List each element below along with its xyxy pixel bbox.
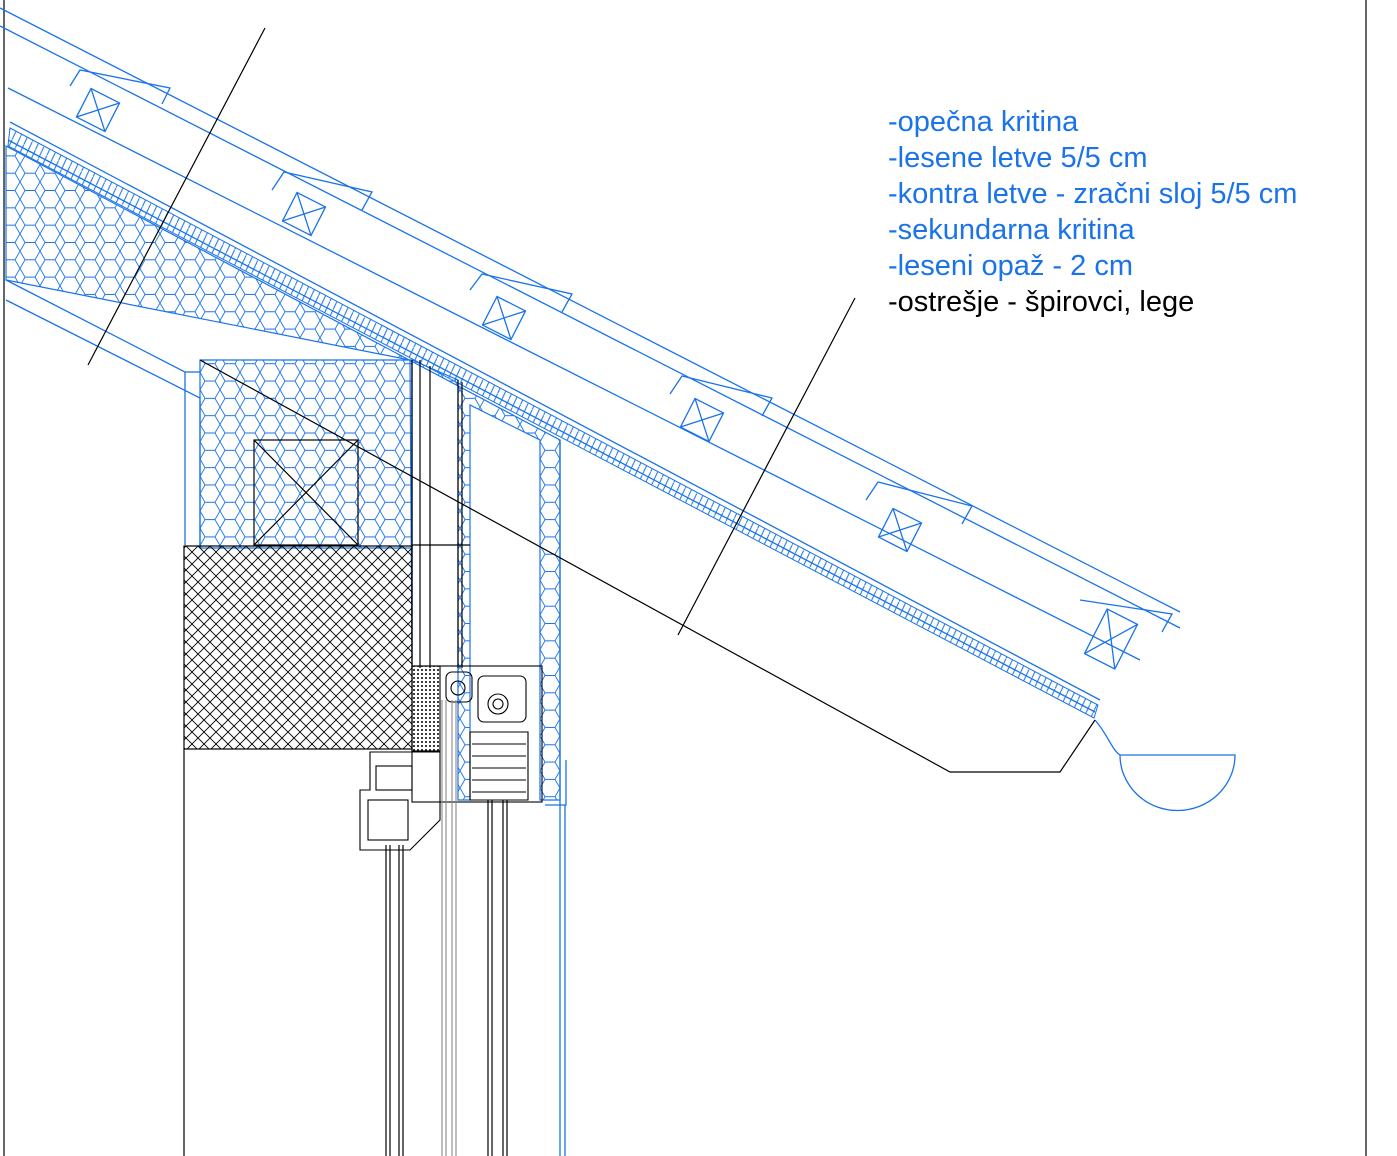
tile-2 xyxy=(271,171,373,237)
gutter xyxy=(1094,719,1236,812)
roof-tiles xyxy=(69,69,1174,670)
legend-item-sekundarna-kritina: -sekundarna kritina xyxy=(888,214,1135,246)
tile-3 xyxy=(469,273,573,341)
tile-4 xyxy=(669,375,773,443)
wall-insulation xyxy=(199,359,413,549)
wall-plate-beam xyxy=(253,439,359,546)
tile-1 xyxy=(69,69,171,133)
tile-6 xyxy=(1079,599,1174,670)
layer-legend: -opečna kritina -lesene letve 5/5 cm -ko… xyxy=(888,104,1297,320)
masonry-wall xyxy=(183,545,413,750)
window-frame xyxy=(359,665,543,851)
legend-item-opecna-kritina: -opečna kritina xyxy=(888,106,1079,138)
glazing-lines xyxy=(385,800,508,1156)
legend-item-ostresje: -ostrešje - špirovci, lege xyxy=(888,286,1195,318)
legend-item-kontra-letve: -kontra letve - zračni sloj 5/5 cm xyxy=(888,178,1298,210)
soffit-outline xyxy=(5,279,567,1156)
sheet-frame xyxy=(3,0,1367,1156)
tile-5 xyxy=(865,481,973,553)
construction-lines xyxy=(87,27,1096,1156)
shutter-guide-lines xyxy=(441,700,457,1156)
sekundarna-kritina-band xyxy=(7,127,1099,719)
legend-item-leseni-opaz: -leseni opaž - 2 cm xyxy=(888,250,1133,282)
legend-item-lesene-letve: -lesene letve 5/5 cm xyxy=(888,142,1148,174)
